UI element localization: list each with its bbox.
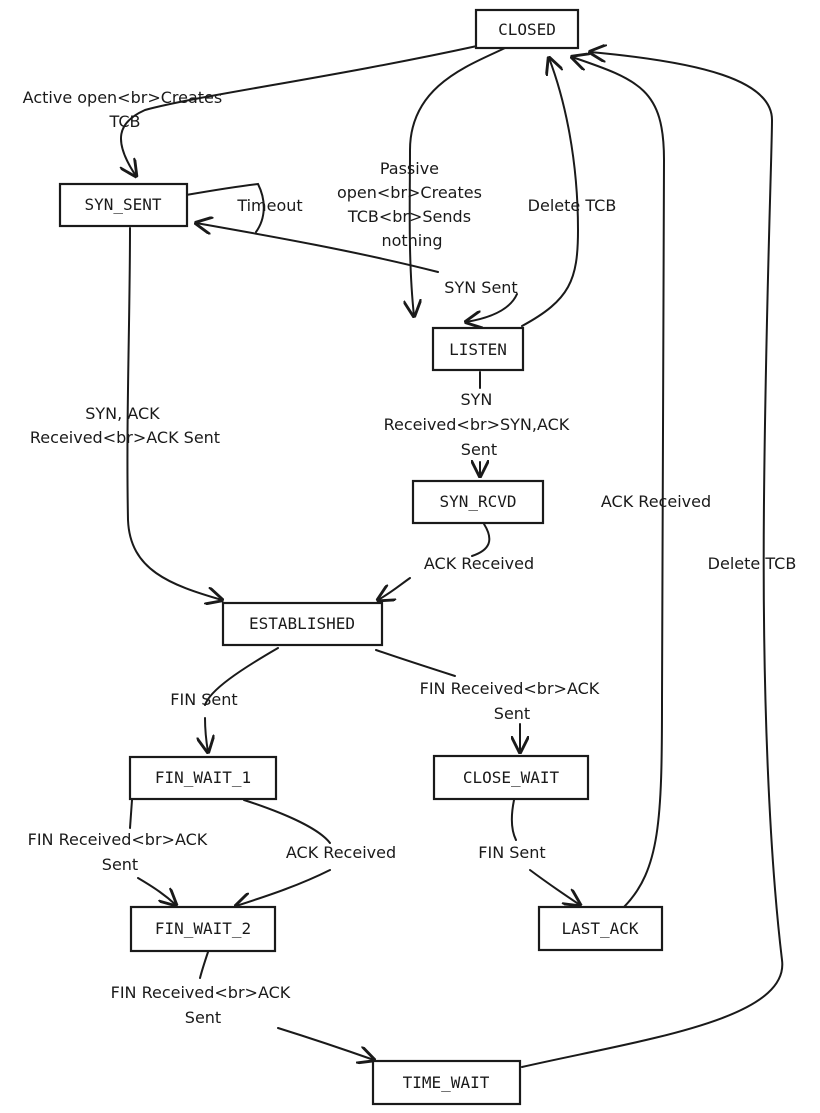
edge-fin-received-finwait1 bbox=[129, 799, 176, 905]
edge-labels: Active open<br>Creates TCB Passive open<… bbox=[23, 88, 797, 1027]
label-syn-received: SYN Received<br>SYN,ACK Sent bbox=[384, 390, 575, 459]
edge-ack-received-finwait1 bbox=[236, 799, 331, 906]
node-fin-wait-1: FIN_WAIT_1 bbox=[128, 755, 278, 801]
node-syn-rcvd: SYN_RCVD bbox=[411, 479, 545, 525]
node-closed-label: CLOSED bbox=[498, 20, 556, 39]
node-fin-wait-2-label: FIN_WAIT_2 bbox=[155, 919, 251, 938]
edge-ack-received-lastack bbox=[572, 57, 666, 908]
nodes: CLOSED SYN_SENT LISTEN SYN_RCVD ESTABLIS… bbox=[58, 8, 664, 1106]
node-last-ack: LAST_ACK bbox=[537, 905, 664, 952]
node-fin-wait-1-label: FIN_WAIT_1 bbox=[155, 768, 251, 787]
node-established-label: ESTABLISHED bbox=[249, 614, 355, 633]
edge-fin-sent-established bbox=[205, 647, 279, 752]
node-established: ESTABLISHED bbox=[221, 601, 384, 647]
edge-timeout bbox=[185, 182, 265, 233]
node-closed: CLOSED bbox=[474, 8, 580, 50]
label-fin-received-finwait1: FIN Received<br>ACK Sent bbox=[28, 830, 213, 874]
label-fin-received-finwait2: FIN Received<br>ACK Sent bbox=[111, 983, 296, 1027]
node-listen-label: LISTEN bbox=[449, 340, 507, 359]
node-syn-rcvd-label: SYN_RCVD bbox=[439, 492, 516, 511]
edge-syn-sent bbox=[196, 223, 439, 273]
label-delete-tcb-listen: Delete TCB bbox=[528, 196, 617, 215]
edge-delete-tcb-listen bbox=[521, 58, 580, 327]
label-active-open: Active open<br>Creates TCB bbox=[23, 88, 228, 131]
label-fin-received-established: FIN Received<br>ACK Sent bbox=[420, 679, 605, 723]
edge-fin-sent-closewait bbox=[510, 799, 580, 905]
label-ack-received-synrcvd: ACK Received bbox=[424, 554, 534, 573]
edge-delete-tcb-timewait bbox=[521, 52, 784, 1068]
edge-fin-received-established bbox=[375, 649, 520, 752]
node-last-ack-label: LAST_ACK bbox=[561, 919, 638, 938]
node-close-wait-label: CLOSE_WAIT bbox=[463, 768, 560, 787]
edge-fin-received-finwait2 bbox=[199, 951, 374, 1060]
label-syn-ack-received: SYN, ACK Received<br>ACK Sent bbox=[30, 404, 220, 447]
node-syn-sent: SYN_SENT bbox=[58, 182, 189, 228]
edge-passive-open bbox=[410, 47, 506, 316]
label-delete-tcb-timewait: Delete TCB bbox=[708, 554, 797, 573]
label-passive-open: Passive open<br>Creates TCB<br>Sends not… bbox=[337, 159, 487, 250]
node-time-wait: TIME_WAIT bbox=[371, 1059, 522, 1106]
label-ack-received-finwait1: ACK Received bbox=[286, 843, 396, 862]
label-timeout: Timeout bbox=[236, 196, 302, 215]
label-syn-sent: SYN Sent bbox=[444, 278, 517, 297]
node-listen: LISTEN bbox=[431, 326, 525, 372]
edge-ack-received-synrcvd bbox=[378, 523, 491, 600]
edges bbox=[121, 45, 784, 1068]
edge-active-open bbox=[121, 45, 478, 176]
node-time-wait-label: TIME_WAIT bbox=[403, 1073, 490, 1092]
edge-syn-ack-received bbox=[126, 227, 222, 600]
label-ack-received-lastack: ACK Received bbox=[601, 492, 711, 511]
label-fin-sent-established: FIN Sent bbox=[170, 690, 237, 709]
label-fin-sent-closewait: FIN Sent bbox=[478, 843, 545, 862]
node-close-wait: CLOSE_WAIT bbox=[432, 754, 590, 801]
edge-syn-sent-tail bbox=[466, 293, 518, 322]
node-fin-wait-2: FIN_WAIT_2 bbox=[129, 905, 277, 953]
node-syn-sent-label: SYN_SENT bbox=[84, 195, 161, 214]
